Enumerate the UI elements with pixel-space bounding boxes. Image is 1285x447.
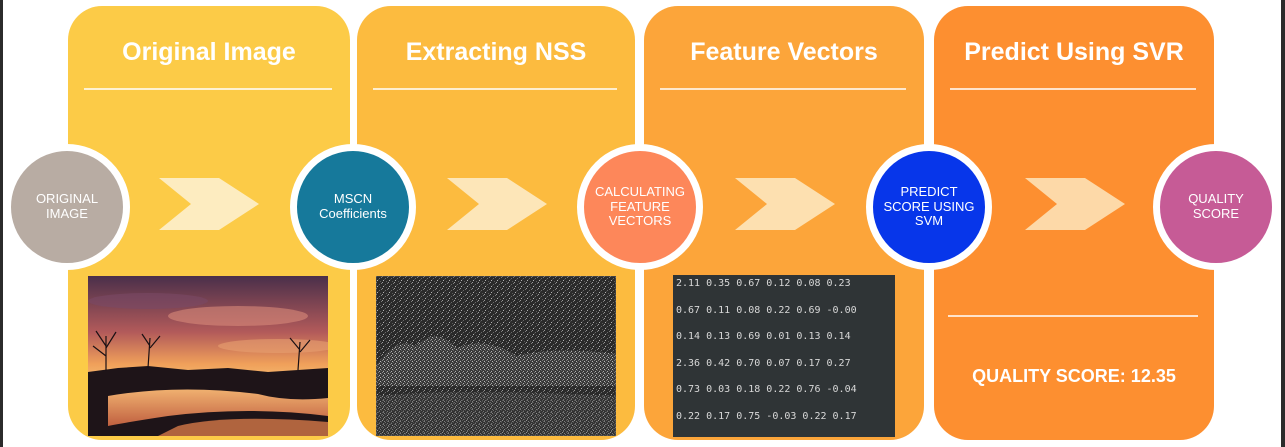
panel-divider bbox=[950, 88, 1196, 90]
feature-row: 2.11 0.35 0.67 0.12 0.08 0.23 bbox=[676, 278, 851, 289]
quality-score-result: QUALITY SCORE: 12.35 bbox=[972, 366, 1176, 386]
chevron-arrow-icon bbox=[159, 178, 259, 230]
step-label-line: FEATURE bbox=[610, 198, 670, 214]
sunset-photo-image bbox=[88, 276, 328, 436]
step-label-line: MSCN bbox=[333, 191, 373, 207]
panel-title: Original Image bbox=[122, 38, 296, 66]
panel-title: Predict Using SVR bbox=[964, 38, 1184, 66]
panel-title: Feature Vectors bbox=[690, 38, 878, 66]
panel-divider bbox=[84, 88, 332, 90]
feature-row: 2.36 0.42 0.70 0.07 0.17 0.27 bbox=[676, 357, 851, 369]
panel-divider-lower bbox=[948, 315, 1198, 317]
step-label-line: VECTORS bbox=[608, 213, 672, 229]
panel-divider bbox=[660, 88, 906, 90]
step-label-line: SCORE bbox=[1192, 206, 1240, 221]
left-frame-border bbox=[0, 0, 3, 447]
chevron-arrow-icon bbox=[1025, 178, 1125, 230]
feature-row: 0.73 0.03 0.18 0.22 0.76 -0.04 bbox=[676, 384, 857, 396]
panel-title: Extracting NSS bbox=[405, 38, 587, 66]
feature-row: 0.67 0.11 0.08 0.22 0.69 -0.00 bbox=[676, 304, 857, 316]
step-label-line: SVM bbox=[914, 213, 944, 229]
step-label-line: PREDICT bbox=[900, 183, 958, 199]
step-label-line: SCORE USING bbox=[883, 198, 975, 214]
right-frame-border bbox=[1281, 0, 1285, 447]
feature-row: 0.14 0.13 0.69 0.01 0.13 0.14 bbox=[676, 331, 851, 343]
feature-vector-console: 2.11 0.35 0.67 0.12 0.08 0.23 0.67 0.11 … bbox=[673, 275, 895, 437]
feature-row: 0.22 0.17 0.75 -0.03 0.22 0.17 bbox=[676, 410, 857, 422]
chevron-arrow-icon bbox=[447, 178, 547, 230]
chevron-arrow-icon bbox=[735, 178, 835, 230]
step-label-line: IMAGE bbox=[46, 206, 88, 221]
step-label-line: ORIGINAL bbox=[35, 191, 99, 207]
mscn-coefficients-image bbox=[376, 276, 616, 436]
step-label-line: QUALITY bbox=[1188, 191, 1244, 207]
step-label-line: Coefficients bbox=[319, 206, 387, 221]
panel-divider bbox=[373, 88, 617, 90]
step-label-line: CALCULATING bbox=[594, 183, 686, 199]
